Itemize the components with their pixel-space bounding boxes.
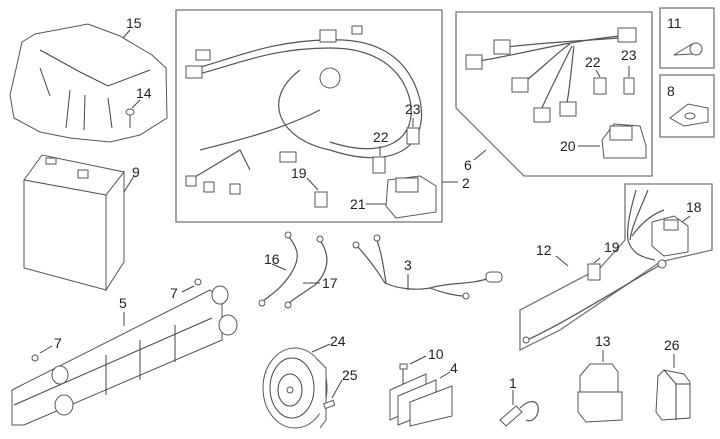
- fuse[interactable]: [587, 263, 601, 281]
- screw[interactable]: [673, 42, 703, 56]
- leader-25: [331, 379, 343, 399]
- label-4: 4: [450, 360, 458, 376]
- label-19a: 19: [291, 165, 307, 181]
- fuse-box[interactable]: [385, 175, 437, 219]
- leader-22b: [595, 69, 601, 78]
- label-3: 3: [404, 257, 412, 273]
- label-17: 17: [322, 275, 338, 291]
- leader-4: [439, 371, 451, 379]
- leader-24: [311, 343, 331, 353]
- label-1: 1: [509, 375, 517, 391]
- label-8: 8: [667, 83, 675, 99]
- leader-14: [131, 99, 141, 109]
- aux-harness-box: [455, 11, 653, 177]
- screw[interactable]: [322, 399, 336, 410]
- clip-nut[interactable]: [669, 103, 709, 127]
- nut[interactable]: [194, 278, 202, 286]
- label-24: 24: [330, 333, 346, 349]
- fuse[interactable]: [406, 127, 420, 145]
- leader-12: [555, 255, 569, 267]
- leader-6: [473, 149, 487, 161]
- bolt[interactable]: [399, 363, 408, 384]
- label-21: 21: [350, 196, 366, 212]
- cable[interactable]: [258, 231, 298, 307]
- main-wiring-harness[interactable]: [185, 25, 423, 195]
- auxiliary-harness[interactable]: [465, 27, 637, 123]
- label-6: 6: [464, 157, 472, 173]
- label-26: 26: [664, 337, 680, 353]
- label-14: 14: [136, 85, 152, 101]
- clip-nut-box: [659, 74, 715, 138]
- leader-7b: [39, 345, 53, 354]
- label-10: 10: [428, 346, 444, 362]
- battery-cover[interactable]: [9, 23, 168, 143]
- battery-cable-kit[interactable]: [522, 189, 667, 344]
- label-23a: 23: [405, 101, 421, 117]
- label-22a: 22: [373, 129, 389, 145]
- label-7b: 7: [54, 335, 62, 351]
- main-harness-box: [175, 9, 443, 223]
- label-16: 16: [264, 251, 280, 267]
- label-25: 25: [342, 367, 358, 383]
- label-23b: 23: [621, 47, 637, 63]
- battery-tray[interactable]: [11, 285, 238, 426]
- fuse[interactable]: [593, 77, 607, 95]
- label-12: 12: [536, 242, 552, 258]
- regulator[interactable]: [389, 373, 453, 427]
- leader-9: [123, 175, 135, 193]
- screw-box: [659, 7, 715, 69]
- flasher-unit[interactable]: [655, 369, 691, 421]
- label-22b: 22: [585, 54, 601, 70]
- label-5: 5: [119, 295, 127, 311]
- fuse-box[interactable]: [601, 123, 647, 159]
- label-7a: 7: [170, 285, 178, 301]
- battery[interactable]: [23, 154, 125, 292]
- relay[interactable]: [577, 363, 623, 423]
- label-11: 11: [667, 15, 682, 31]
- label-19b: 19: [604, 239, 620, 255]
- nut[interactable]: [31, 354, 39, 362]
- fuse[interactable]: [623, 77, 635, 95]
- leader-15: [122, 29, 131, 39]
- label-2: 2: [462, 175, 470, 191]
- label-20: 20: [560, 138, 576, 154]
- leader-10: [409, 355, 427, 365]
- label-18: 18: [686, 199, 702, 215]
- horn[interactable]: [262, 347, 328, 429]
- label-13: 13: [595, 333, 611, 349]
- fuse[interactable]: [314, 191, 328, 208]
- label-9: 9: [132, 164, 140, 180]
- leader-18: [681, 215, 691, 223]
- fuse[interactable]: [372, 156, 386, 174]
- leader-16: [271, 263, 287, 271]
- battery-cable-box: [519, 183, 713, 352]
- leader-19b: [593, 257, 601, 264]
- leader-19a: [306, 177, 319, 191]
- sub-harness[interactable]: [352, 234, 503, 300]
- sensor-switch[interactable]: [499, 401, 539, 427]
- starter-relay[interactable]: [651, 215, 689, 257]
- leader-7a: [181, 285, 195, 293]
- fastener[interactable]: [125, 108, 135, 128]
- cable[interactable]: [284, 235, 328, 309]
- label-15: 15: [126, 15, 142, 31]
